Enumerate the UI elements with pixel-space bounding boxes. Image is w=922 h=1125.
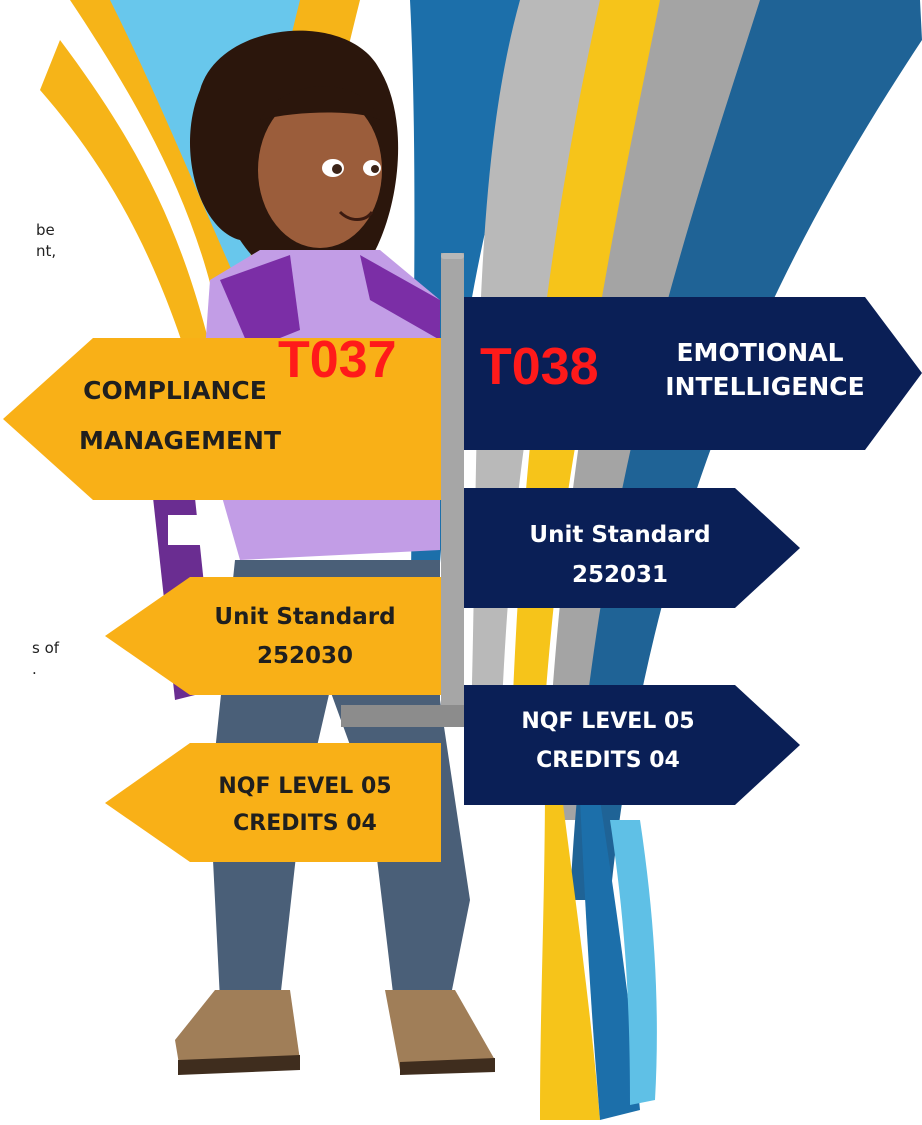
text-fragment: be (36, 221, 55, 239)
course-code-t038: T038 (480, 338, 599, 396)
sign-nqf-right (464, 685, 800, 805)
sign-compliance-management (3, 338, 441, 500)
nqf-left-line2: CREDITS 04 (233, 811, 377, 836)
text-fragment: . (32, 660, 37, 678)
sign-unit-standard-right (464, 488, 800, 608)
text-fragment: nt, (36, 242, 57, 260)
sign-nqf-left (105, 743, 441, 862)
course-code-t037: T037 (278, 331, 397, 389)
sign-unit-standard-left (105, 577, 441, 695)
unit-standard-left-line2: 252030 (256, 643, 354, 669)
text-fragment: s of (32, 639, 60, 657)
unit-standard-right-line1: Unit Standard (529, 522, 711, 548)
unit-standard-right-line2: 252031 (571, 562, 669, 588)
emotional-title-line1: EMOTIONAL (676, 338, 844, 367)
emotional-title-line2: INTELLIGENCE (665, 372, 865, 401)
compliance-title-line1: COMPLIANCE (83, 376, 267, 405)
unit-standard-left-line1: Unit Standard (214, 604, 396, 630)
nqf-right-line1: NQF LEVEL 05 (521, 709, 695, 734)
sign-emotional-intelligence (464, 297, 922, 450)
compliance-title-line2: MANAGEMENT (78, 426, 282, 455)
nqf-right-line2: CREDITS 04 (536, 748, 680, 773)
nqf-left-line1: NQF LEVEL 05 (218, 774, 392, 799)
